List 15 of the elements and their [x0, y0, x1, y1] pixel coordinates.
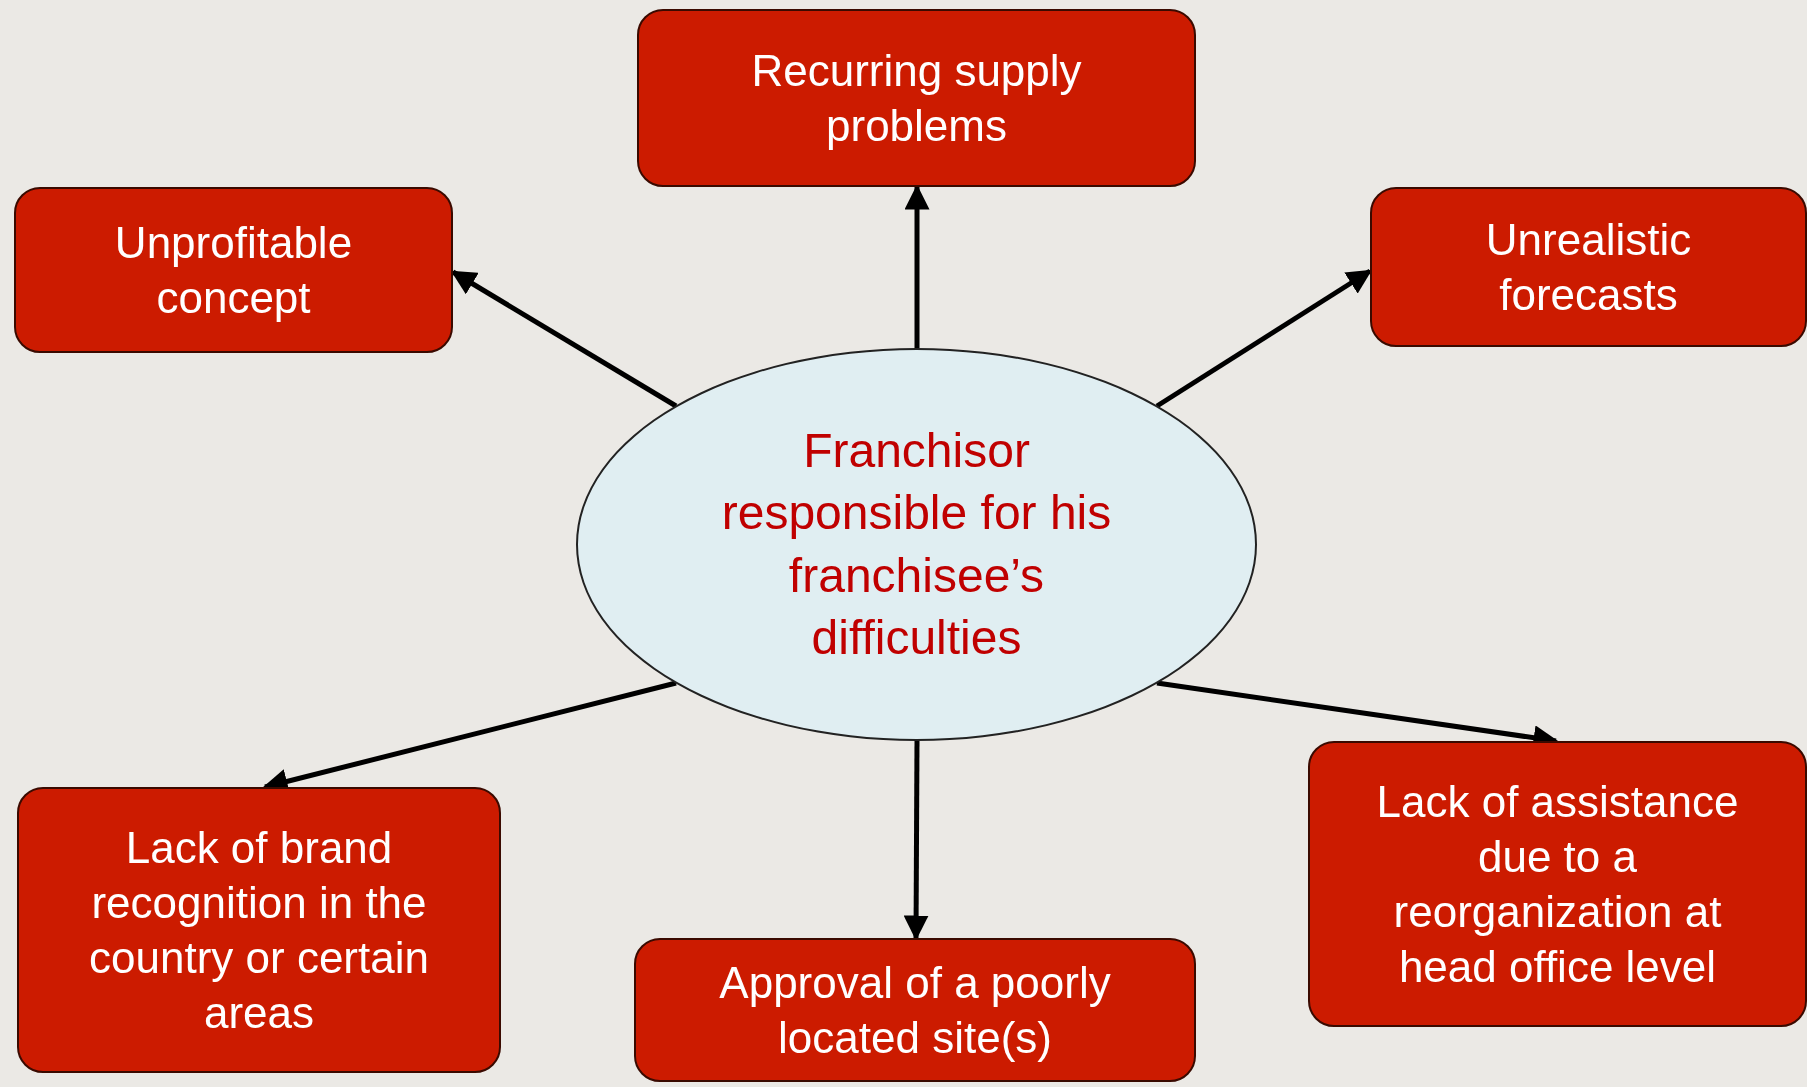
- box-text: Approval of a poorly located site(s): [718, 957, 1112, 1064]
- box-text: Unrealistic forecasts: [1484, 214, 1693, 321]
- box-text: Lack of assistance due to a reorganization at head office level: [1375, 776, 1740, 993]
- box-text: Lack of brand recognition in the country or certain areas: [88, 822, 430, 1039]
- problem-box: [637, 9, 1196, 187]
- problem-box: [17, 787, 501, 1073]
- box-text: Recurring supply problems: [750, 45, 1083, 152]
- box-text: Unprofitable concept: [113, 217, 354, 324]
- problem-box: [14, 187, 453, 353]
- center-text: Franchisor responsible for his franchisee’s difficulties: [720, 422, 1113, 666]
- problem-box: [1308, 741, 1807, 1027]
- arrow: [904, 184, 930, 348]
- problem-box: [634, 938, 1196, 1082]
- problem-box: [1370, 187, 1807, 347]
- arrow: [903, 741, 929, 941]
